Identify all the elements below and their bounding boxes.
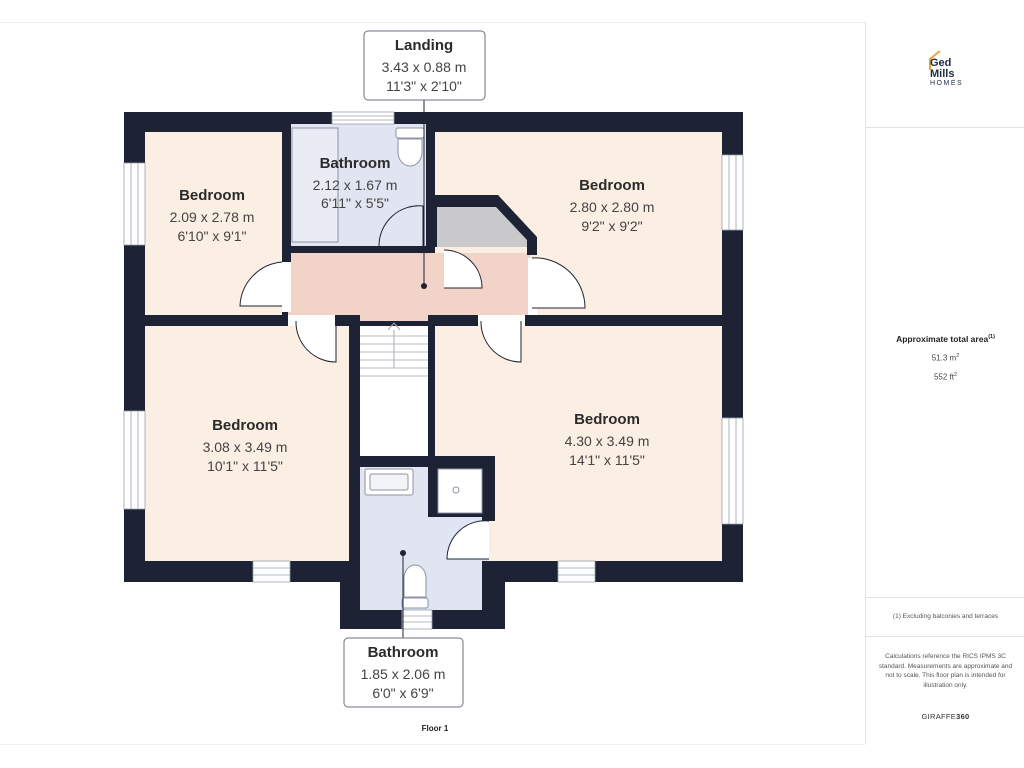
house-roof-icon (929, 50, 941, 70)
total-area-block: Approximate total area(1) 51.3 m2 552 ft… (866, 334, 1024, 385)
room-metric: 2.80 x 2.80 m (570, 199, 655, 215)
room-imperial: 14'1" x 11'5" (569, 452, 645, 468)
area-imperial-value: 552 ft (933, 372, 954, 382)
room-imperial: 6'0" x 6'9" (372, 685, 433, 701)
stairwell-floor (358, 326, 428, 456)
logo-line-1: Ged (930, 57, 952, 69)
total-area-title-text: Approximate total area (896, 334, 989, 344)
area-metric-value: 51.3 m (931, 353, 957, 363)
total-area-metric: 51.3 m2 (866, 348, 1024, 367)
cupboard-floor (437, 207, 527, 247)
room-name: Bedroom (574, 411, 640, 428)
bedroom-bottom-left-floor (145, 326, 349, 561)
sidebar-divider (866, 127, 1024, 128)
floor-label: Floor 1 (421, 724, 449, 733)
total-area-title: Approximate total area(1) (866, 334, 1024, 344)
area-metric-sup: 2 (956, 353, 960, 359)
room-metric: 3.43 x 0.88 m (382, 59, 467, 75)
landing-floor (288, 253, 530, 321)
stairs (360, 322, 428, 377)
windows (123, 111, 744, 630)
footnote: (1) Excluding balconies and terraces (892, 613, 999, 620)
room-name: Bathroom (320, 155, 391, 172)
room-imperial: 6'11" x 5'5" (321, 195, 389, 211)
room-name: Bedroom (579, 177, 645, 194)
disclaimer: Calculations reference the RICS IPMS 3C … (878, 653, 1013, 689)
provider-right: 360 (956, 712, 970, 721)
sidebar: Ged Mills HOMES Approximate total area(1… (865, 22, 1024, 744)
floor-plan: Bedroom 2.09 x 2.78 m 6'10" x 9'1" Bathr… (123, 30, 744, 708)
label-bedroom-top-left: Bedroom 2.09 x 2.78 m 6'10" x 9'1" (170, 187, 255, 244)
provider-logo: GIRAFFE360 (866, 712, 1024, 721)
landing-callout: Landing 3.43 x 0.88 m 11'3" x 2'10" (363, 30, 486, 286)
frame-bottom-line (0, 744, 865, 745)
room-imperial: 9'2" x 9'2" (581, 218, 642, 234)
total-area-imperial: 552 ft2 (866, 367, 1024, 386)
total-area-title-sup: (1) (988, 334, 995, 341)
room-metric: 2.09 x 2.78 m (170, 209, 255, 225)
label-bedroom-bottom-right: Bedroom 4.30 x 3.49 m 14'1" x 11'5" (565, 411, 650, 468)
area-imperial-sup: 2 (953, 371, 958, 378)
room-name: Landing (395, 37, 453, 54)
label-bathroom-top: Bathroom 2.12 x 1.67 m 6'11" x 5'5" (313, 155, 398, 211)
bathroom-top-fixtures (291, 127, 425, 243)
sidebar-divider (866, 597, 1024, 598)
sidebar-divider (866, 636, 1024, 637)
room-imperial: 6'10" x 9'1" (178, 228, 247, 244)
room-name: Bedroom (179, 187, 245, 204)
bathroom-bottom-fixtures (364, 468, 483, 609)
provider-left: GIRAFFE (921, 712, 957, 721)
room-metric: 4.30 x 3.49 m (565, 433, 650, 449)
bathroom-bottom-callout: Bathroom 1.85 x 2.06 m 6'0" x 6'9" (343, 553, 464, 708)
bedroom-bottom-right-floor (435, 326, 722, 561)
room-metric: 1.85 x 2.06 m (361, 666, 446, 682)
room-imperial: 11'3" x 2'10" (386, 78, 462, 94)
bathroom-bottom-floor (360, 467, 489, 610)
room-metric: 3.08 x 3.49 m (203, 439, 288, 455)
label-bedroom-bottom-left: Bedroom 3.08 x 3.49 m 10'1" x 11'5" (203, 417, 288, 474)
internal-walls (145, 124, 722, 582)
frame-top-line (0, 22, 865, 23)
room-imperial: 10'1" x 11'5" (207, 458, 283, 474)
logo-subtitle: HOMES (930, 80, 964, 87)
room-metric: 2.12 x 1.67 m (313, 177, 398, 193)
label-bedroom-top-right: Bedroom 2.80 x 2.80 m 9'2" x 9'2" (570, 177, 655, 234)
doors (239, 205, 586, 560)
room-name: Bathroom (368, 644, 439, 661)
room-name: Bedroom (212, 417, 278, 434)
logo-line-2: Mills (930, 68, 955, 80)
